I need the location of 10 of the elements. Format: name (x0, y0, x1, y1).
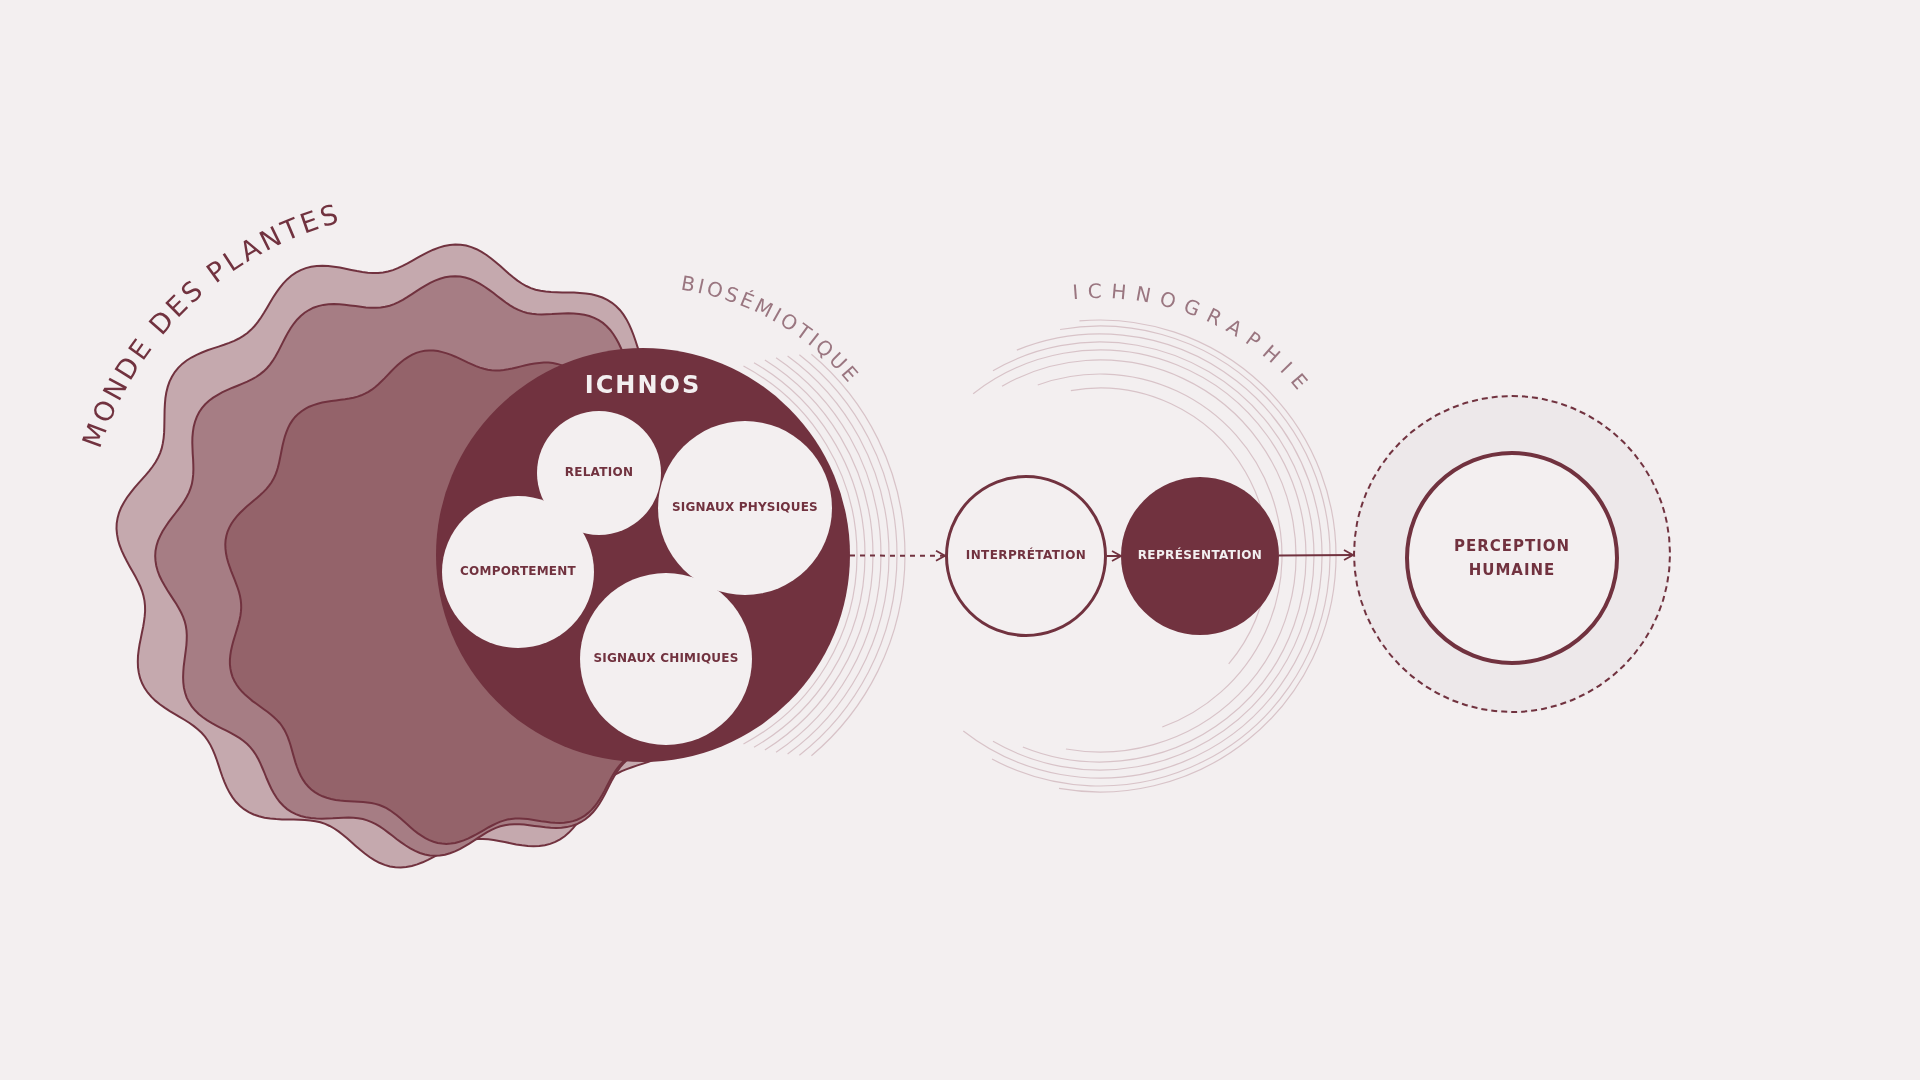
arrow (1278, 549, 1354, 561)
circle-label: RELATION (564, 464, 634, 482)
circle-label: SIGNAUX PHYSIQUES (672, 499, 818, 517)
circle-label: REPRÉSENTATION (1137, 546, 1263, 565)
circle-label: SIGNAUX CHIMIQUES (593, 650, 739, 668)
circle-label: PERCEPTION HUMAINE (1452, 536, 1572, 581)
circle-label: COMPORTEMENT (460, 563, 576, 581)
arrow (849, 549, 946, 562)
arrow (1106, 550, 1122, 562)
circle-label: INTERPRÉTATION (965, 546, 1087, 565)
